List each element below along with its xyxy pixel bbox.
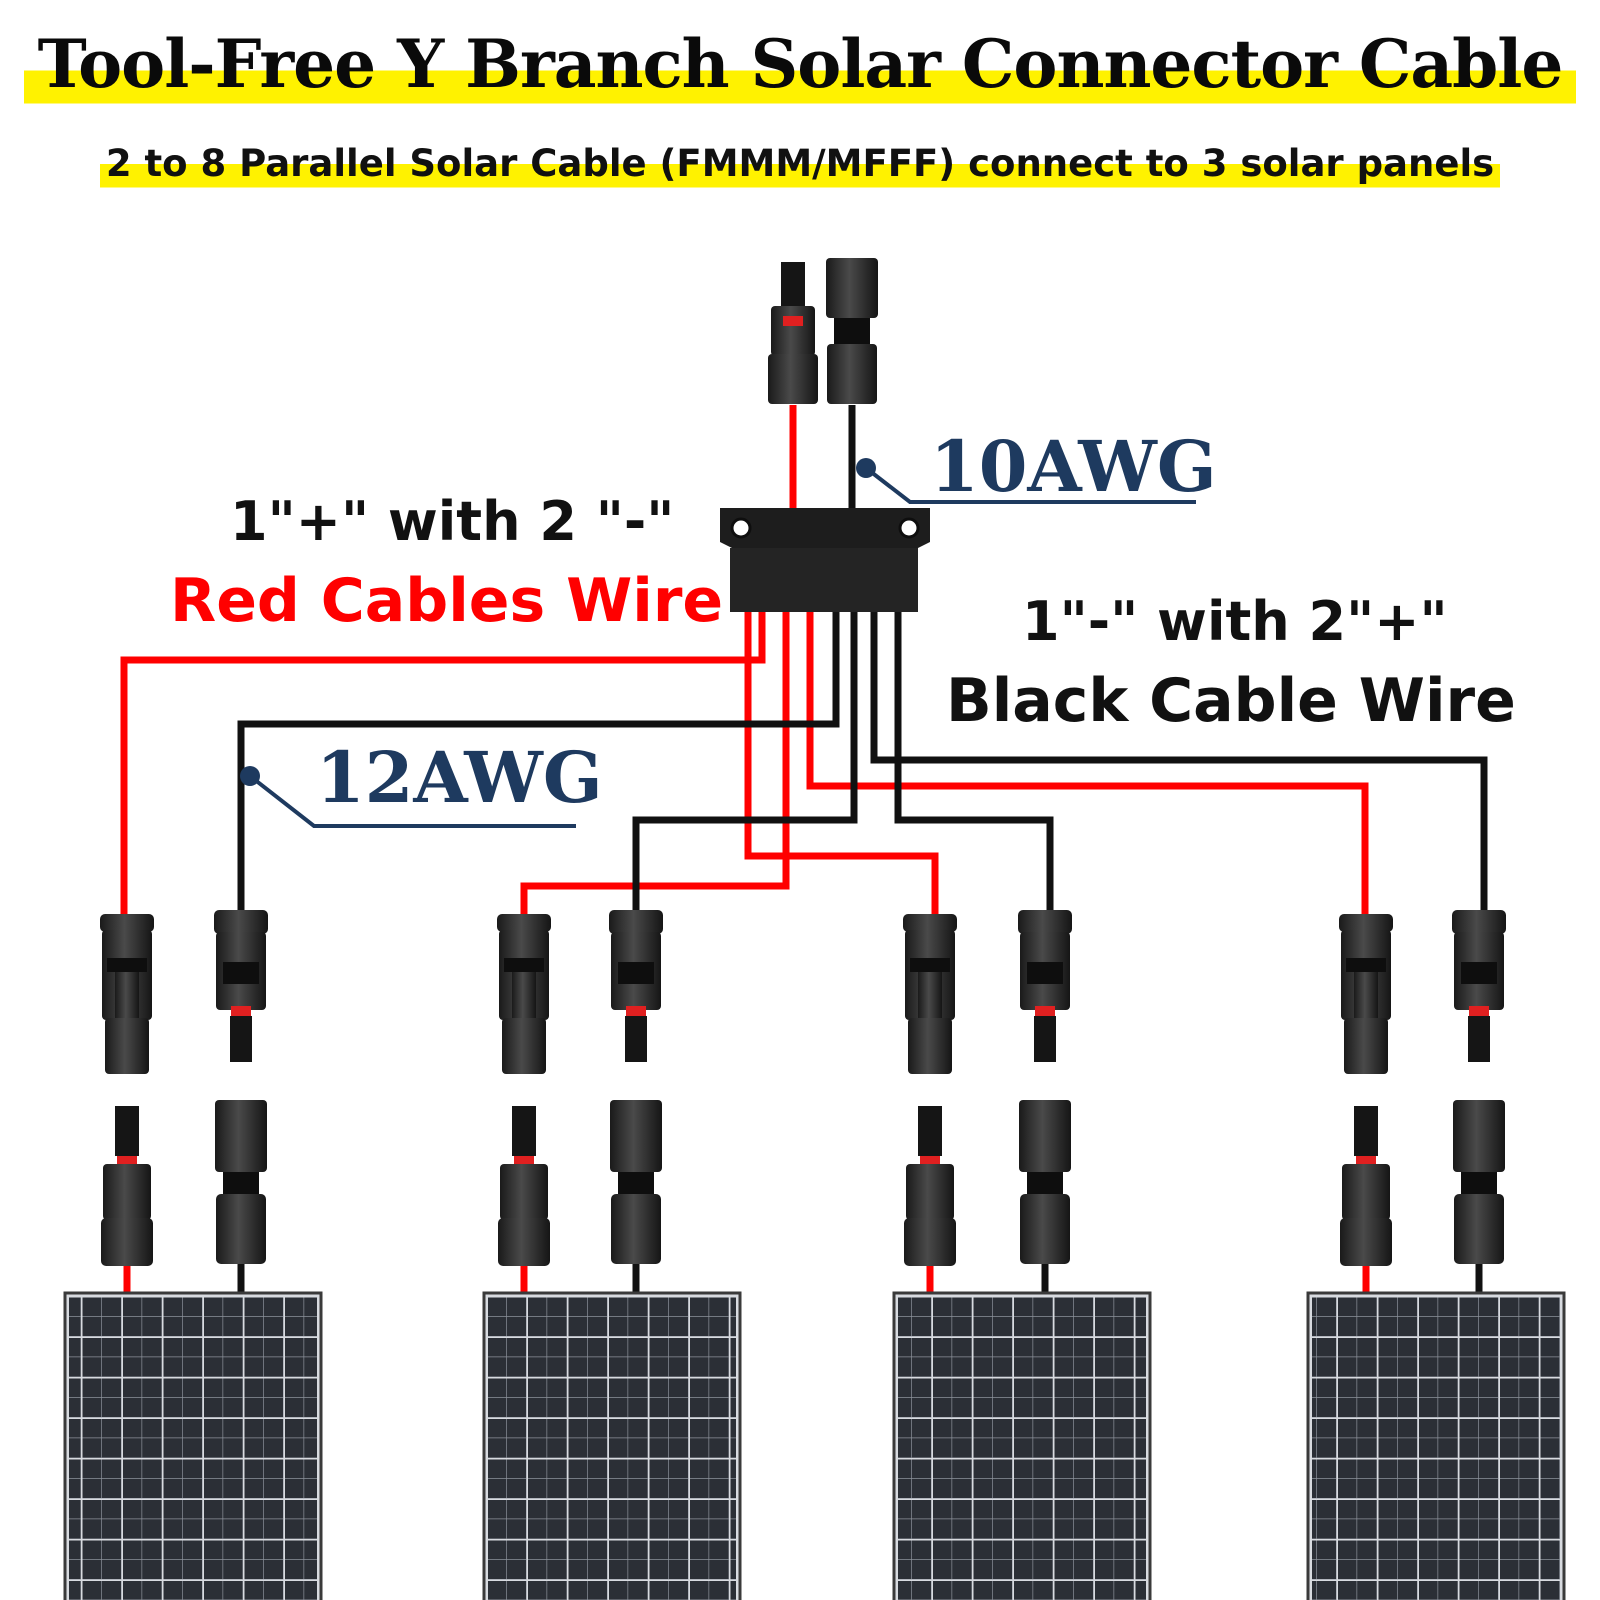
black-wires xyxy=(237,405,1488,1296)
awg12-pointer-dot xyxy=(240,766,260,786)
title-wrap: Tool-Free Y Branch Solar Connector Cable xyxy=(0,22,1600,106)
red-wires xyxy=(120,405,1370,1296)
branch-connectors-upper xyxy=(100,910,1506,1074)
red-wire-label: Red Cables Wire xyxy=(170,566,724,636)
page-subtitle: 2 to 8 Parallel Solar Cable (FMMM/MFFF) … xyxy=(99,136,1501,192)
solar-panel-3 xyxy=(892,1291,1152,1600)
solar-panel-4 xyxy=(1306,1291,1566,1600)
solar-panels xyxy=(63,1291,1566,1600)
negative-count-label: 1"-" with 2"+" xyxy=(1022,590,1448,653)
gauge-branch-label: 12AWG xyxy=(316,736,603,819)
panel-connectors-lower xyxy=(101,1100,1505,1266)
junction-box xyxy=(720,508,930,612)
gauge-main-label: 10AWG xyxy=(930,425,1217,508)
awg10-pointer-dot xyxy=(856,458,876,478)
awg-pointers xyxy=(248,466,1196,828)
top-connectors xyxy=(768,258,878,404)
subtitle-wrap: 2 to 8 Parallel Solar Cable (FMMM/MFFF) … xyxy=(0,136,1600,192)
positive-count-label: 1"+" with 2 "-" xyxy=(230,490,675,553)
solar-panel-2 xyxy=(482,1291,742,1600)
page-title: Tool-Free Y Branch Solar Connector Cable xyxy=(23,22,1577,106)
black-wire-label: Black Cable Wire xyxy=(946,666,1516,736)
solar-panel-1 xyxy=(63,1291,323,1600)
